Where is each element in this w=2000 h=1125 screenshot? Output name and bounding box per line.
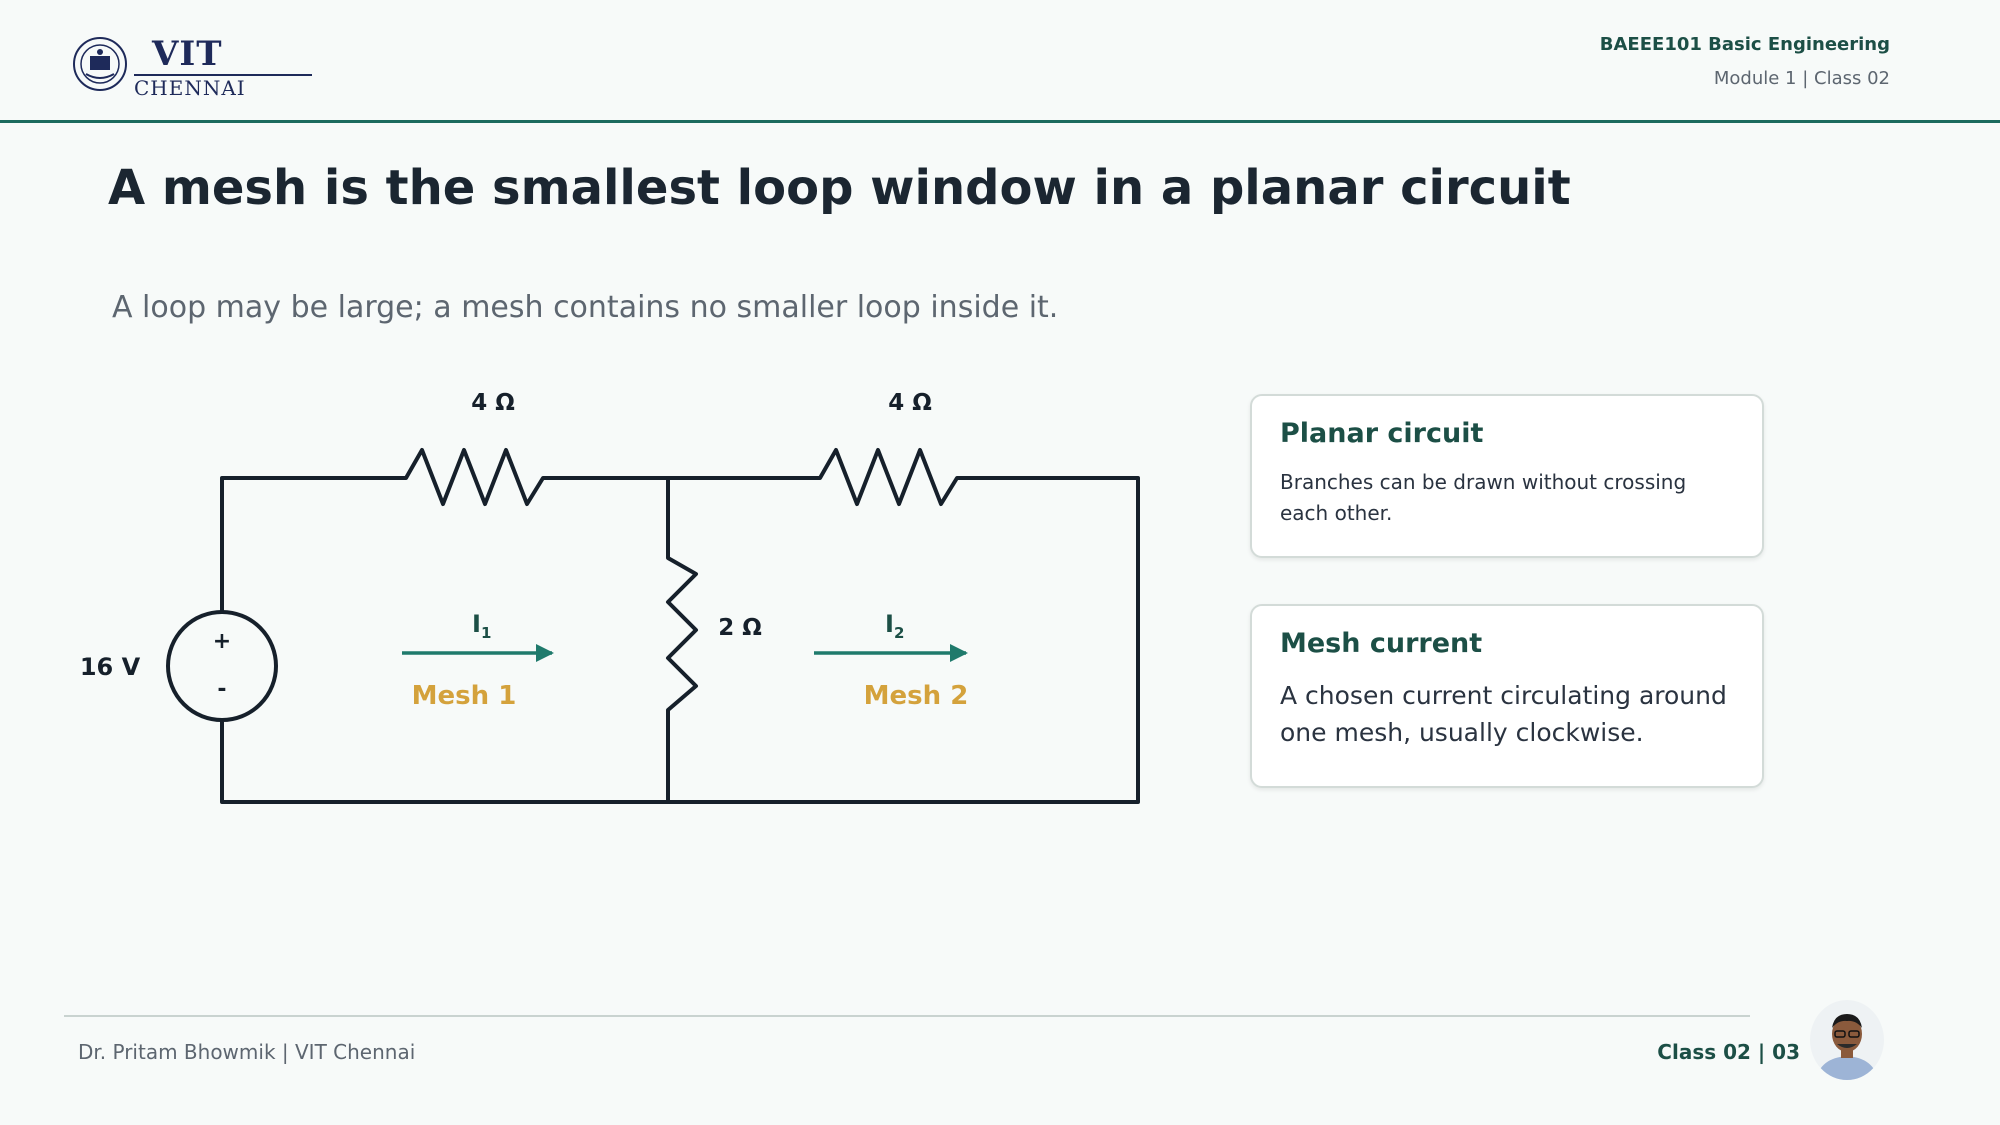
presenter-avatar [1810,1000,1884,1080]
mesh-current-i2-label: I2 [885,610,904,642]
slide-header: VIT CHENNAI BAEEE101 Basic Engineering M… [0,0,2000,123]
wire-right [220,476,1140,804]
module-class: Module 1 | Class 02 [1713,68,1890,89]
footer-author: Dr. Pritam Bhowmik | VIT Chennai [78,1040,416,1064]
source-minus: - [217,677,226,702]
logo-divider [134,74,312,76]
resistor-top-left-label: 4 Ω [471,390,515,416]
mesh-current-arrow-1 [402,644,554,662]
resistor-middle-label: 2 Ω [718,615,762,641]
mesh-current-i1-label: I1 [472,610,491,642]
planar-circuit-title: Planar circuit [1280,418,1484,449]
mesh-2-label: Mesh 2 [864,681,969,711]
source-plus: + [213,629,231,654]
vit-logo: VIT CHENNAI [72,34,312,100]
logo-chennai-text: CHENNAI [134,76,246,100]
logo-vit-text: VIT [152,34,223,74]
slide-subtitle: A loop may be large; a mesh contains no … [112,290,1059,325]
slide-title: A mesh is the smallest loop window in a … [108,160,1571,216]
resistor-middle [666,476,698,804]
vit-emblem-icon [73,37,127,91]
footer-page-number: Class 02 | 03 [1657,1040,1800,1064]
resistor-top-left [378,448,572,506]
wire-left-top [220,476,382,614]
planar-circuit-card: Planar circuit Branches can be drawn wit… [1250,394,1764,558]
course-code: BAEEE101 Basic Engineering [1599,34,1890,55]
footer-divider [64,1015,1750,1017]
mesh-current-card: Mesh current A chosen current circulatin… [1250,604,1764,788]
mesh-current-title: Mesh current [1280,628,1483,659]
resistor-top-right [793,448,986,506]
mesh-1-label: Mesh 1 [412,681,517,711]
mesh-current-arrow-2 [814,644,968,662]
mesh-circuit-diagram: + - 16 V 4 Ω 4 Ω 2 Ω I1 I2 Mesh 1 Mesh 2 [80,390,1140,804]
planar-circuit-text: Branches can be drawn without crossing e… [1280,470,1687,525]
resistor-top-right-label: 4 Ω [888,390,932,416]
source-voltage-label: 16 V [80,653,141,681]
voltage-source [166,610,278,722]
mesh-current-text: A chosen current circulating around one … [1280,681,1727,747]
